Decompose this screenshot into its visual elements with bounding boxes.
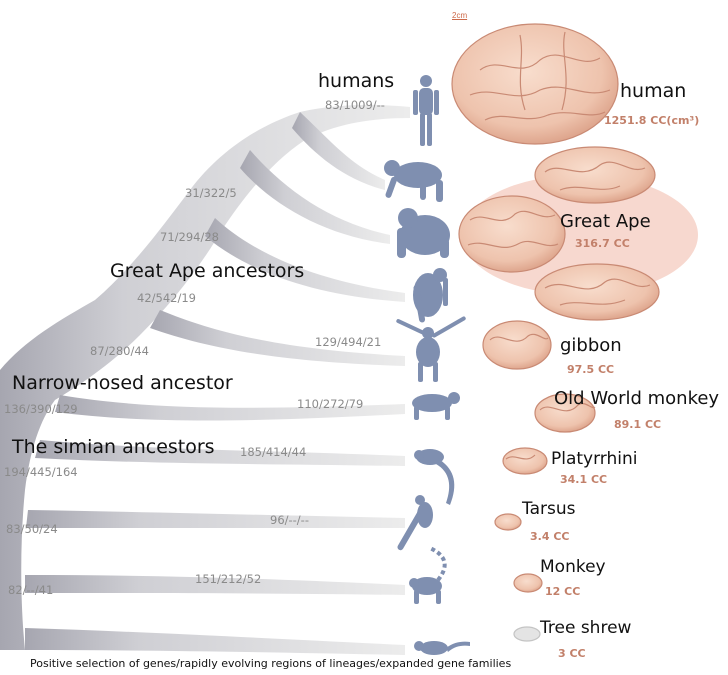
branch-code-platyrrhini: 185/414/44 <box>240 447 306 459</box>
old-world-monkey-name: Old World monkey <box>554 390 719 408</box>
chimp-silhouette-icon <box>384 160 443 202</box>
human-silhouette-icon <box>413 75 439 146</box>
old-world-monkey-silhouette-icon <box>412 392 460 420</box>
humans-label: humans <box>318 72 394 91</box>
branch-code-great-ape-stem: 87/280/44 <box>90 346 149 358</box>
narrow-nosed-ancestor-label: Narrow-nosed ancestor <box>12 374 233 393</box>
platyrrhini-cc: 34.1 CC <box>560 474 607 485</box>
branch-code-narrow-nosed: 136/390/129 <box>4 404 78 416</box>
branch-gorilla <box>240 150 390 244</box>
gibbon-silhouette-icon <box>396 316 467 382</box>
gibbon-cc: 97.5 CC <box>567 364 614 375</box>
branch-code-orangutan: 42/542/19 <box>137 293 196 305</box>
platyrrhini-brain-icon <box>503 448 547 474</box>
branch-tree-shrew <box>25 628 405 655</box>
old-world-monkey-cc: 89.1 CC <box>614 419 661 430</box>
tree-shrew-cc: 3 CC <box>558 648 586 659</box>
branch-code-lemur: 151/212/52 <box>195 574 261 586</box>
branch-code-old-world-monkey: 110/272/79 <box>297 399 363 411</box>
branch-code-primate: 83/50/24 <box>6 524 58 536</box>
human-cc: 1251.8 CC(cm³) <box>604 115 699 126</box>
gibbon-name: gibbon <box>560 337 622 355</box>
branch-code-chimp: 31/322/5 <box>185 188 237 200</box>
tarsus-name: Tarsus <box>522 501 575 518</box>
tree-shrew-silhouette-icon <box>414 641 470 655</box>
scale-bar-label: 2cm <box>452 12 467 20</box>
figure-caption: Positive selection of genes/rapidly evol… <box>30 658 511 669</box>
great-ape-ancestors-label: Great Ape ancestors <box>110 262 304 281</box>
tree-shrew-brain-icon <box>514 627 540 641</box>
great-ape-name: Great Ape <box>560 213 651 231</box>
tarsus-cc: 3.4 CC <box>530 531 569 542</box>
gibbon-brain-icon <box>483 321 551 369</box>
tarsus-brain-icon <box>495 514 521 530</box>
monkey-name: Monkey <box>540 559 606 576</box>
branch-code-humans: 83/1009/-- <box>325 100 385 112</box>
great-ape-cc: 316.7 CC <box>575 238 630 249</box>
great-ape-brain-bottom-icon <box>535 264 659 320</box>
branch-tarsus <box>26 510 405 528</box>
monkey-cc: 12 CC <box>545 586 580 597</box>
branch-code-gibbon: 129/494/21 <box>315 337 381 349</box>
lemur-silhouette-icon <box>409 548 445 604</box>
great-ape-brain-top-icon <box>535 147 655 203</box>
branch-code-tarsus: 96/--/-- <box>270 515 309 527</box>
branch-code-simian: 194/445/164 <box>4 467 78 479</box>
human-brain-icon <box>452 24 618 144</box>
branch-code-root: 82/--/41 <box>8 585 53 597</box>
simian-ancestors-label: The simian ancestors <box>12 438 215 457</box>
tree-shrew-name: Tree shrew <box>540 620 631 637</box>
gorilla-silhouette-icon <box>397 208 450 258</box>
monkey-brain-icon <box>514 574 542 592</box>
orangutan-silhouette-icon <box>413 268 448 323</box>
platyrrhini-name: Platyrrhini <box>551 451 638 468</box>
human-name: human <box>620 82 686 101</box>
branch-code-gorilla: 71/294/28 <box>160 232 219 244</box>
great-ape-brain-side-icon <box>459 196 565 272</box>
